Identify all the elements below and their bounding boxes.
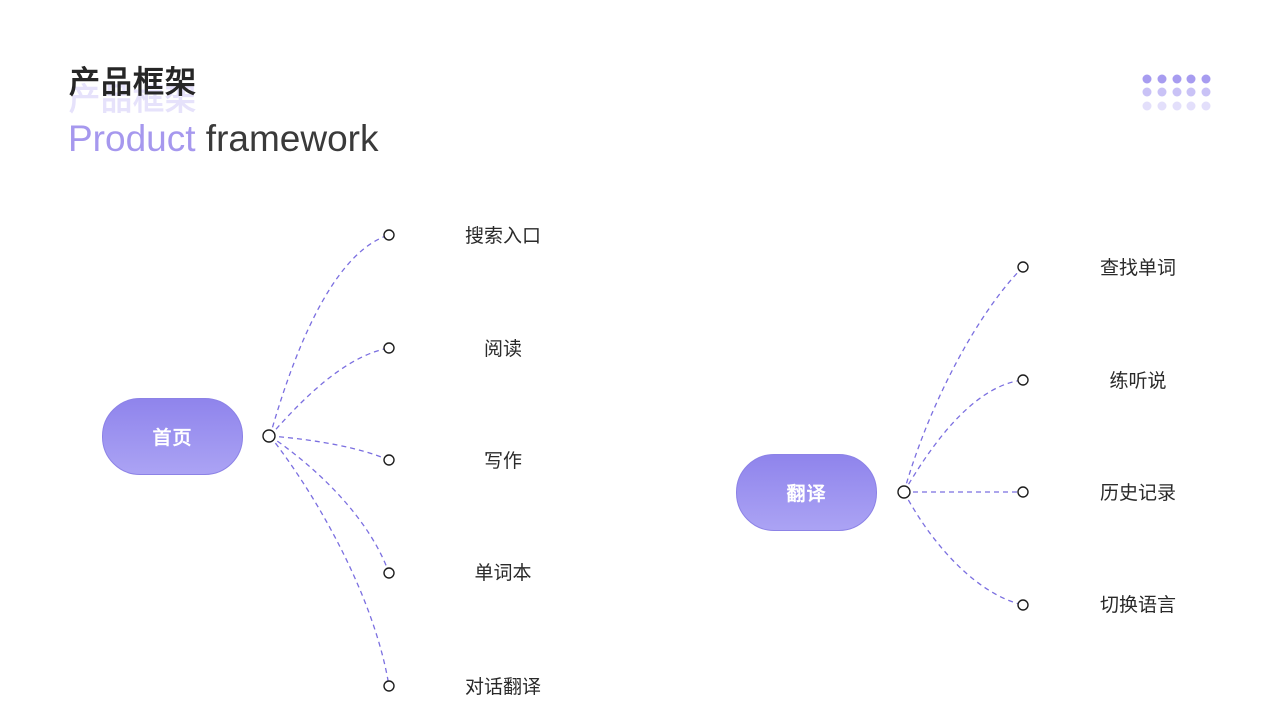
root-label-translate: 翻译 [786, 483, 827, 505]
root-label-home: 首页 [152, 427, 193, 449]
leaf-label-history: 历史记录 [1099, 482, 1176, 504]
leaf-label-switch-language: 切换语言 [1099, 594, 1176, 616]
leaf-node-trans-1 [1017, 261, 1029, 273]
leaf-label-lookup-word: 查找单词 [1099, 257, 1176, 279]
root-pill-translate: 翻译 [736, 454, 877, 531]
connector-trans-2 [903, 379, 1024, 493]
root-pill-home: 首页 [102, 398, 243, 475]
leaf-label-wordbook: 单词本 [474, 562, 532, 584]
connector-home-2 [269, 347, 390, 437]
root-node-home [262, 429, 276, 443]
decorative-dot-grid [1142, 74, 1211, 111]
page-title: 产品框架 [69, 65, 197, 101]
leaf-label-dialog-translate: 对话翻译 [464, 676, 541, 698]
leaf-node-home-3 [383, 454, 395, 466]
page-title-shadow: 产品框架 [69, 82, 197, 118]
connector-trans-1 [903, 266, 1024, 493]
leaf-node-home-1 [383, 229, 395, 241]
leaf-node-home-5 [383, 680, 395, 692]
root-node-trans [897, 485, 911, 499]
leaf-node-trans-3 [1017, 486, 1029, 498]
connector-home-3 [269, 435, 390, 461]
leaf-node-home-4 [383, 567, 395, 579]
leaf-node-trans-2 [1017, 374, 1029, 386]
subtitle-accent-word: Product [68, 118, 196, 159]
leaf-label-search-entry: 搜索入口 [464, 225, 541, 247]
connector-home-5 [269, 435, 390, 687]
leaf-node-trans-4 [1017, 599, 1029, 611]
leaf-label-writing: 写作 [483, 450, 522, 472]
subtitle-rest-word: framework [205, 118, 379, 159]
connector-trans-4 [903, 491, 1024, 606]
leaf-label-reading: 阅读 [483, 338, 522, 360]
connector-home-1 [269, 234, 390, 437]
page-subtitle: Product framework [68, 118, 379, 160]
connector-home-4 [269, 435, 390, 574]
leaf-label-listen-speak: 练听说 [1109, 370, 1167, 392]
leaf-node-home-2 [383, 342, 395, 354]
